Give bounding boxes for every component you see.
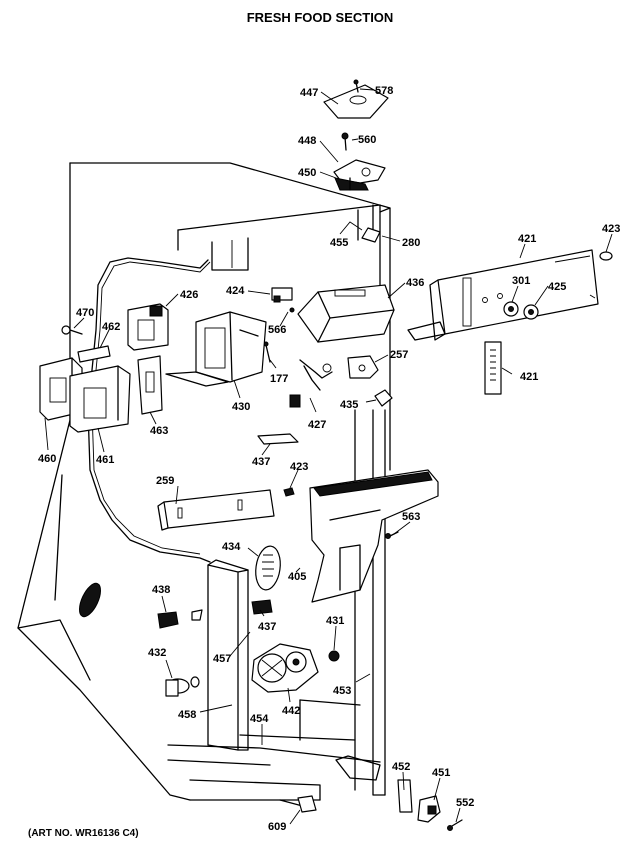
screw-566	[289, 307, 295, 313]
light-housing-436	[297, 284, 395, 343]
mullion-divider	[207, 409, 386, 796]
label-436: 436	[406, 277, 424, 289]
knob-432	[165, 676, 200, 697]
label-259: 259	[156, 475, 174, 487]
label-431: 431	[326, 615, 344, 627]
label-405: 405	[288, 571, 306, 583]
label-609: 609	[268, 821, 286, 833]
control-panel-421	[407, 249, 599, 341]
label-552: 552	[456, 797, 474, 809]
label-437-top: 437	[252, 456, 270, 468]
grille-434	[255, 545, 281, 591]
bracket-451	[417, 795, 441, 823]
label-462: 462	[102, 321, 120, 333]
cover-462	[77, 345, 111, 363]
label-470: 470	[76, 307, 94, 319]
cover-461	[69, 365, 131, 433]
screw-563	[385, 531, 399, 539]
label-426: 426	[180, 289, 198, 301]
leader-lines	[44, 88, 613, 825]
label-452: 452	[392, 761, 410, 773]
screw-552	[447, 819, 463, 831]
label-432: 432	[148, 647, 166, 659]
label-563: 563	[402, 511, 420, 523]
switch-437	[251, 599, 273, 615]
label-455: 455	[330, 237, 348, 249]
label-421-bottom: 421	[520, 371, 538, 383]
knob-425	[523, 304, 539, 320]
part-labels: 447 578 448 560 450 455 280 421 423 436 …	[38, 85, 620, 833]
plug-423-top	[599, 251, 613, 261]
label-578: 578	[375, 85, 393, 97]
label-448: 448	[298, 135, 316, 147]
fitting-470	[61, 325, 83, 335]
socket-424	[271, 287, 293, 303]
diagram-title: FRESH FOOD SECTION	[247, 10, 394, 25]
label-424: 424	[226, 285, 245, 297]
harness-427	[289, 359, 333, 408]
label-438: 438	[152, 584, 170, 596]
label-447: 447	[300, 87, 318, 99]
plug-423-lower	[283, 487, 295, 497]
switch-257	[347, 355, 379, 379]
label-435: 435	[340, 399, 358, 411]
label-425: 425	[548, 281, 566, 293]
duct-cover-259	[157, 489, 275, 531]
hinge-cover-447	[323, 84, 389, 119]
label-566: 566	[268, 324, 286, 336]
label-177: 177	[270, 373, 288, 385]
label-560: 560	[358, 134, 376, 146]
side-vent	[78, 582, 102, 618]
knob-431	[328, 650, 340, 662]
label-427: 427	[308, 419, 326, 431]
label-454: 454	[250, 713, 269, 725]
cover-437-top	[257, 433, 299, 445]
clip-609	[297, 795, 317, 813]
label-280: 280	[402, 237, 420, 249]
screw-578	[353, 79, 359, 93]
damper-control-430	[165, 311, 267, 387]
label-423-lower: 423	[290, 461, 308, 473]
air-duct-405	[309, 469, 439, 603]
bracket-452	[335, 755, 413, 813]
label-421-top: 421	[518, 233, 536, 245]
bracket-463	[137, 355, 163, 415]
label-453: 453	[333, 685, 351, 697]
socket-438	[157, 609, 203, 629]
label-257: 257	[390, 349, 408, 361]
screw-560	[341, 132, 349, 151]
label-458: 458	[178, 709, 196, 721]
label-423-top: 423	[602, 223, 620, 235]
label-451: 451	[432, 767, 450, 779]
label-430: 430	[232, 401, 250, 413]
label-461: 461	[96, 454, 114, 466]
hinge-450	[334, 177, 369, 191]
label-457: 457	[213, 653, 231, 665]
bushing-435	[374, 389, 393, 407]
label-434: 434	[222, 541, 241, 553]
knob-301	[503, 301, 519, 317]
bracket-426	[127, 303, 169, 351]
fan-motor-442	[251, 643, 319, 693]
temp-guide-421	[484, 341, 502, 395]
art-number: (ART NO. WR16136 C4)	[28, 828, 139, 839]
label-460: 460	[38, 453, 56, 465]
screw-177	[263, 341, 271, 363]
bushing-280	[361, 227, 381, 243]
cabinet-liner	[17, 162, 391, 809]
label-463: 463	[150, 425, 168, 437]
label-442: 442	[282, 705, 300, 717]
label-450: 450	[298, 167, 316, 179]
label-301: 301	[512, 275, 530, 287]
label-437-lower: 437	[258, 621, 276, 633]
